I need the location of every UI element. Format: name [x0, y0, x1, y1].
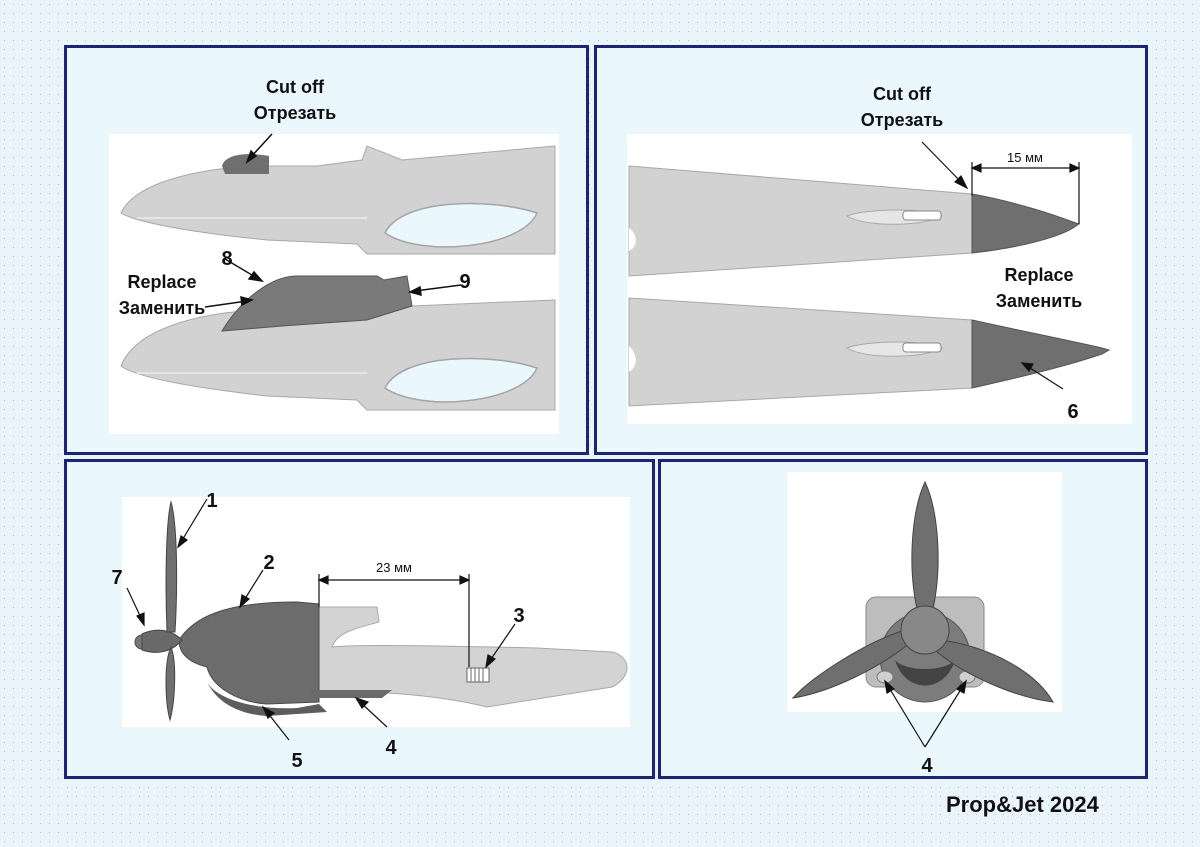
fuselage-replacement — [120, 275, 556, 411]
cut-off-label-ru-2: Отрезать — [861, 110, 943, 130]
nose-cone-panel: Cut off Отрезать 15 мм Replace Заменить … — [594, 45, 1148, 455]
canopy-labels: Cut off Отрезать Replace Заменить 8 9 — [119, 77, 471, 318]
engine-front-panel: 4 — [658, 459, 1148, 779]
cut-off-label-en: Cut off — [266, 77, 325, 97]
part-number-2: 2 — [263, 552, 274, 574]
nose-original — [628, 165, 1081, 277]
part-number-8: 8 — [221, 248, 232, 270]
engine-side-labels: 1 2 3 4 5 7 23 мм — [111, 490, 524, 772]
part-number-4: 4 — [385, 737, 397, 759]
engine-front-labels: 4 — [921, 755, 933, 777]
engine-side-panel: 1 2 3 4 5 7 23 мм — [64, 459, 655, 779]
cut-off-label-en-2: Cut off — [873, 84, 932, 104]
canopy-illustration — [109, 133, 559, 434]
replacement-canopy — [221, 275, 413, 332]
original-nose-cone — [971, 193, 1081, 254]
spinner-front — [900, 605, 950, 655]
nose-replacement — [628, 297, 1111, 407]
part-number-4-front: 4 — [921, 755, 933, 777]
replace-label-ru-2: Заменить — [996, 291, 1082, 311]
part-number-1: 1 — [206, 490, 217, 512]
replace-label-en: Replace — [127, 272, 196, 292]
replace-label-ru: Заменить — [119, 298, 205, 318]
fuselage-original — [120, 145, 556, 255]
engine-side-illustration — [122, 497, 630, 741]
part-number-3: 3 — [513, 605, 524, 627]
replace-label-en-2: Replace — [1004, 265, 1073, 285]
panel3-dimension-and-arrows — [126, 498, 516, 741]
part-number-5: 5 — [291, 750, 302, 772]
part-number-9: 9 — [459, 271, 470, 293]
intake-grille — [895, 660, 955, 686]
air-intake-opening — [384, 202, 539, 248]
engine-cowling — [134, 601, 392, 716]
nose-cone-labels: Cut off Отрезать 15 мм Replace Заменить … — [861, 84, 1082, 423]
panel4-arrows — [884, 679, 967, 748]
fuselage-side — [316, 606, 628, 708]
canopy-cut-area — [222, 154, 269, 174]
panel1-arrows — [204, 133, 462, 308]
dimension-23mm: 23 мм — [376, 560, 412, 575]
nose-cone-illustration — [627, 134, 1132, 424]
panel2-dimension-and-arrows — [921, 141, 1081, 390]
dimension-15mm: 15 мм — [1007, 150, 1043, 165]
footer-credit: Prop&Jet 2024 — [946, 792, 1099, 817]
propeller-side — [165, 500, 178, 722]
exhaust-pipe — [310, 690, 392, 698]
replacement-nose-cone — [971, 319, 1111, 389]
part-number-7: 7 — [111, 567, 122, 589]
cut-off-label-ru: Отрезать — [254, 103, 336, 123]
part-number-6: 6 — [1067, 401, 1078, 423]
engine-front-illustration — [787, 472, 1062, 748]
canopy-panel: Cut off Отрезать Replace Заменить 8 9 — [64, 45, 589, 455]
propeller-front — [791, 480, 1054, 703]
